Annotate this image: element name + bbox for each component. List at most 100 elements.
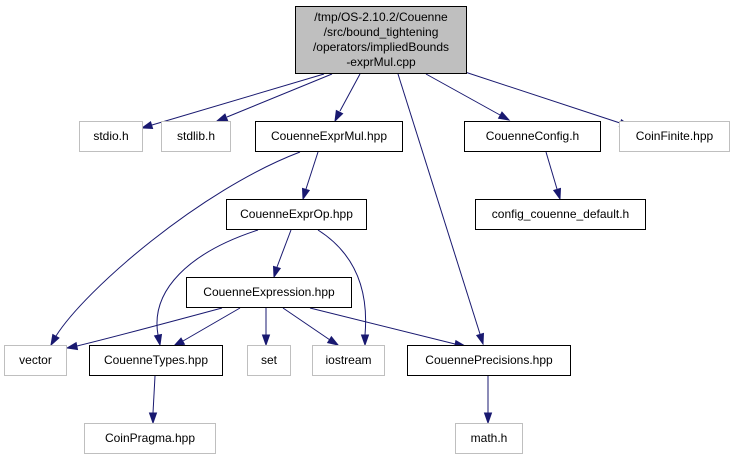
node-label: stdlib.h <box>177 129 215 143</box>
edge-exprop-to-expression <box>272 229 292 279</box>
node-label: CouenneTypes.hpp <box>104 353 208 367</box>
edge-root-to-stdlib <box>215 73 333 122</box>
arrowhead-icon <box>360 334 370 347</box>
node-precisions[interactable]: CouennePrecisions.hpp <box>407 345 571 376</box>
edges-layer <box>50 70 632 425</box>
arrowhead-icon <box>552 187 562 201</box>
node-label: CouenneExprMul.hpp <box>271 129 387 143</box>
node-configdefault[interactable]: config_couenne_default.h <box>475 199 646 230</box>
node-label: set <box>261 353 278 367</box>
edge-exprop-to-iostream <box>317 229 370 347</box>
arrowhead-icon <box>272 265 282 279</box>
node-box <box>255 121 403 152</box>
node-stdio: stdio.h <box>79 121 143 152</box>
node-box <box>84 423 216 454</box>
edge-root-to-stdio <box>140 73 325 130</box>
node-label: CouenneExpression.hpp <box>203 285 335 299</box>
node-label: /tmp/OS-2.10.2/Couenne <box>314 10 448 24</box>
edge-line <box>76 307 223 347</box>
edge-exprmul-to-vector <box>50 151 301 347</box>
node-box <box>475 199 646 230</box>
edge-line <box>182 307 241 342</box>
arrowhead-icon <box>483 412 493 425</box>
arrowhead-icon <box>172 337 186 347</box>
edge-line <box>545 151 558 190</box>
node-set: set <box>247 345 291 376</box>
node-box <box>464 121 601 152</box>
node-box <box>161 121 231 152</box>
node-coinfinite: CoinFinite.hpp <box>619 121 730 152</box>
node-label: math.h <box>471 431 508 445</box>
arrowhead-icon <box>148 412 158 425</box>
node-iostream: iostream <box>312 345 385 376</box>
node-label: /src/bound_tightening <box>324 25 439 39</box>
edge-expression-to-set <box>261 308 271 347</box>
arrowhead-icon <box>326 335 340 346</box>
edge-line <box>156 229 259 336</box>
arrowhead-icon <box>50 333 60 347</box>
node-exprmul[interactable]: CouenneExprMul.hpp <box>255 121 403 152</box>
edge-exprmul-to-exprop <box>301 151 319 201</box>
node-box <box>455 423 523 454</box>
node-exprop[interactable]: CouenneExprOp.hpp <box>226 199 367 230</box>
node-label: config_couenne_default.h <box>492 207 629 221</box>
arrowhead-icon <box>140 120 154 130</box>
node-box <box>89 345 223 376</box>
node-label: CoinFinite.hpp <box>636 129 714 143</box>
node-label: CoinPragma.hpp <box>105 431 195 445</box>
node-expression[interactable]: CouenneExpression.hpp <box>186 277 352 308</box>
edge-root-to-precisions <box>397 73 485 346</box>
edge-line <box>425 73 501 116</box>
nodes-layer: /tmp/OS-2.10.2/Couenne/src/bound_tighten… <box>4 6 730 454</box>
edge-line <box>305 151 319 190</box>
edge-precisions-to-math <box>483 376 493 425</box>
node-types[interactable]: CouenneTypes.hpp <box>89 345 223 376</box>
edge-root-to-exprmul <box>334 73 361 123</box>
edge-line <box>152 375 156 414</box>
edge-types-to-coinpragma <box>148 375 158 425</box>
node-root: /tmp/OS-2.10.2/Couenne/src/bound_tighten… <box>295 6 467 74</box>
node-vector: vector <box>4 345 67 376</box>
arrowhead-icon <box>153 333 163 347</box>
edge-line <box>397 73 481 335</box>
node-math: math.h <box>455 423 523 454</box>
node-box <box>226 199 367 230</box>
node-box <box>407 345 571 376</box>
arrowhead-icon <box>65 341 79 351</box>
arrowhead-icon <box>261 334 271 347</box>
node-label: -exprMul.cpp <box>346 55 416 69</box>
edge-line <box>226 73 333 118</box>
arrowhead-icon <box>301 187 311 201</box>
arrowhead-icon <box>497 111 511 121</box>
node-box <box>619 121 730 152</box>
edge-line <box>276 229 292 268</box>
edge-line <box>339 73 361 112</box>
edge-line <box>317 229 367 336</box>
node-box <box>186 277 352 308</box>
edge-expression-to-vector <box>65 307 223 351</box>
node-label: CouenneConfig.h <box>486 129 579 143</box>
edge-root-to-coinfinite <box>461 70 632 128</box>
edge-line <box>151 73 325 126</box>
node-config[interactable]: CouenneConfig.h <box>464 121 601 152</box>
node-label: stdio.h <box>93 129 128 143</box>
node-box <box>247 345 291 376</box>
node-box <box>79 121 143 152</box>
edge-expression-to-types <box>172 307 241 347</box>
arrowhead-icon <box>475 332 485 346</box>
edge-line <box>309 307 456 345</box>
edge-config-to-configdefault <box>545 151 562 201</box>
arrowhead-icon <box>334 109 344 123</box>
edge-line <box>461 70 621 124</box>
edge-expression-to-iostream <box>282 307 340 346</box>
edge-line <box>282 307 331 341</box>
node-label: CouenneExprOp.hpp <box>240 207 353 221</box>
node-box <box>295 6 467 74</box>
node-label: CouennePrecisions.hpp <box>425 353 553 367</box>
edge-line <box>55 151 301 337</box>
node-box <box>312 345 385 376</box>
edge-root-to-config <box>425 73 511 121</box>
node-label: /operators/impliedBounds <box>313 40 449 54</box>
node-coinpragma: CoinPragma.hpp <box>84 423 216 454</box>
